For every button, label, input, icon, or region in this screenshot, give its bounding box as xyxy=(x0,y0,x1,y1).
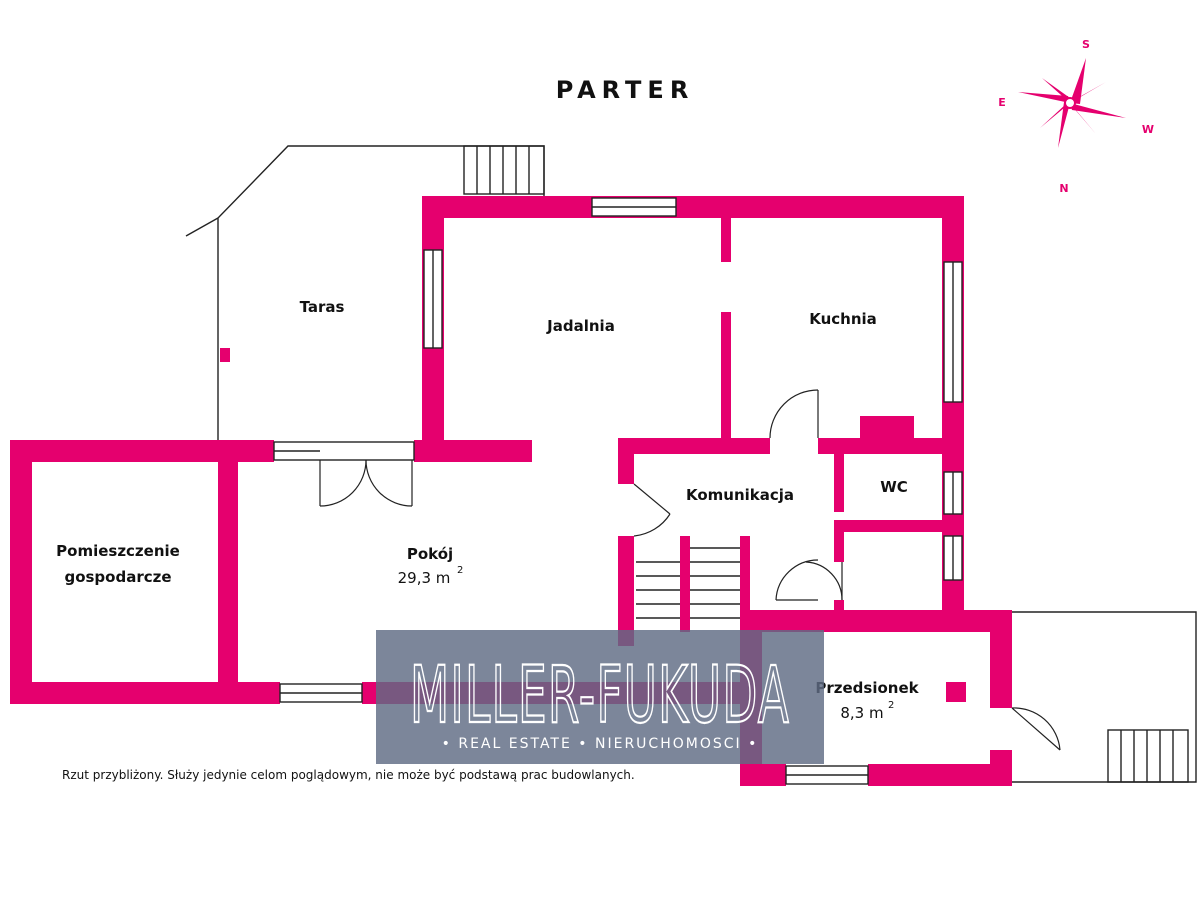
room-area-przedsionek: 8,3 m xyxy=(840,704,883,722)
compass-rose-icon xyxy=(1018,58,1126,148)
compass-s: S xyxy=(1082,38,1090,51)
room-label-pomieszczenie-2: gospodarcze xyxy=(64,568,171,586)
room-label-przedsionek: Przedsionek xyxy=(815,679,919,697)
compass-w: W xyxy=(1142,123,1154,136)
plan-title: PARTER xyxy=(556,76,695,104)
terrace-outline xyxy=(185,145,545,440)
room-label-komunikacja: Komunikacja xyxy=(686,486,794,504)
room-label-wc: WC xyxy=(880,478,908,496)
room-area-przedsionek-sup: 2 xyxy=(888,700,894,711)
room-label-taras: Taras xyxy=(300,298,345,316)
room-area-pokoj: 29,3 m xyxy=(398,569,451,587)
room-label-pomieszczenie-1: Pomieszczenie xyxy=(56,542,180,560)
staircase xyxy=(636,547,740,619)
room-label-jadalnia: Jadalnia xyxy=(546,317,615,335)
room-label-kuchnia: Kuchnia xyxy=(809,310,877,328)
compass-n: N xyxy=(1059,182,1068,195)
compass-e: E xyxy=(998,96,1006,109)
watermark-logo: MILLER-FUKUDA • REAL ESTATE • NIERUCHOMO… xyxy=(376,630,824,764)
entrance-platform xyxy=(1010,611,1197,783)
windows xyxy=(273,197,963,785)
disclaimer-note: Rzut przybliżony. Służy jedynie celom po… xyxy=(62,768,635,782)
watermark-main: MILLER-FUKUDA xyxy=(410,651,790,741)
room-label-pokoj: Pokój xyxy=(407,545,453,563)
watermark-sub: • REAL ESTATE • NIERUCHOMOSCI • xyxy=(442,736,759,752)
doors xyxy=(319,389,1061,751)
room-area-pokoj-sup: 2 xyxy=(457,565,463,576)
